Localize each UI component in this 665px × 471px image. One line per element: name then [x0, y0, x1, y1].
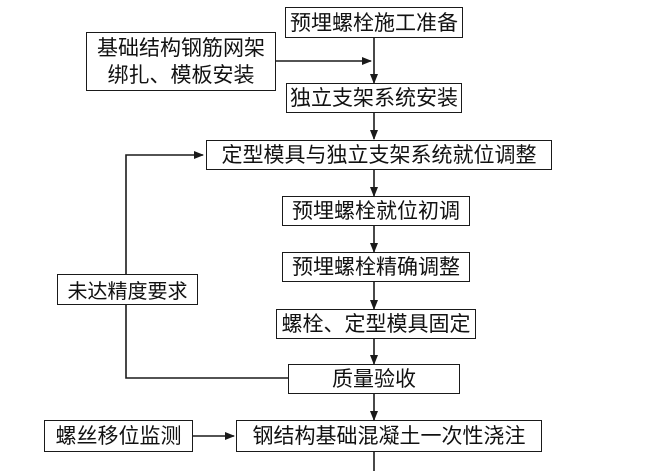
step-support-install: 独立支架系统安装 [286, 83, 462, 113]
step-prep: 预埋螺栓施工准备 [285, 7, 463, 38]
step-mold-adjust: 定型模具与独立支架系统就位调整 [206, 140, 552, 170]
feedback-loop [125, 151, 288, 379]
step-bolt-initial: 预埋螺栓就位初调 [282, 196, 470, 226]
monitoring-input-box: 螺丝移位监测 [44, 420, 193, 452]
step-pour: 钢结构基础混凝土一次性浇注 [236, 420, 542, 452]
rebar-input-box: 基础结构钢筋网架 绑扎、模板安装 [86, 32, 276, 91]
feedback-label: 未达精度要求 [57, 274, 198, 305]
rebar-input-line2: 绑扎、模板安装 [107, 62, 255, 87]
step-inspection: 质量验收 [288, 364, 460, 394]
rebar-input-line1: 基础结构钢筋网架 [97, 35, 265, 60]
step-fix: 螺栓、定型模具固定 [276, 309, 476, 339]
step-bolt-precise: 预埋螺栓精确调整 [282, 252, 470, 282]
